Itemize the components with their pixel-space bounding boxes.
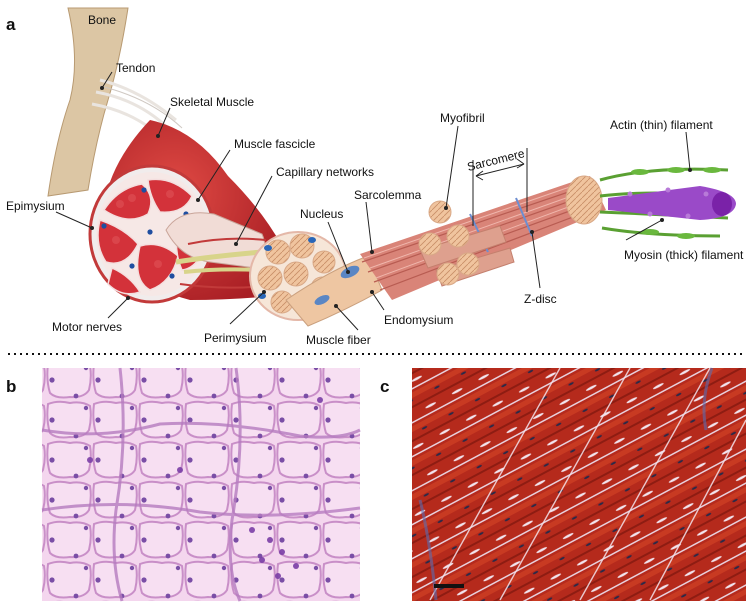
label-bone: Bone	[88, 13, 116, 27]
label-sarcolemma: Sarcolemma	[354, 188, 422, 202]
label-skeletal-muscle: Skeletal Muscle	[170, 95, 254, 109]
label-myosin-filament: Myosin (thick) filament	[624, 248, 744, 262]
label-z-disc: Z-disc	[524, 292, 557, 306]
label-actin-filament: Actin (thin) filament	[610, 118, 713, 132]
label-muscle-fascicle: Muscle fascicle	[234, 137, 316, 151]
label-perimysium: Perimysium	[204, 331, 267, 345]
panel-a-diagram: a Bone Tendon Skeletal Muscle Muscle fas…	[6, 8, 744, 347]
label-myofibril: Myofibril	[440, 111, 485, 125]
label-endomysium: Endomysium	[384, 313, 453, 327]
scale-bar	[434, 584, 464, 588]
label-motor-nerves: Motor nerves	[52, 320, 122, 334]
panel-label-c: c	[380, 377, 389, 396]
label-muscle-fiber: Muscle fiber	[306, 333, 371, 347]
panel-b-micrograph: b	[6, 368, 360, 601]
label-epimysium: Epimysium	[6, 199, 65, 213]
panel-label-b: b	[6, 377, 16, 396]
label-sarcomere: Sarcomere	[466, 146, 527, 174]
label-tendon: Tendon	[116, 61, 155, 75]
label-nucleus: Nucleus	[300, 207, 343, 221]
panel-label-a: a	[6, 15, 16, 34]
panel-c-micrograph: c	[380, 368, 746, 601]
label-capillary-networks: Capillary networks	[276, 165, 374, 179]
filaments-shape	[600, 167, 736, 239]
